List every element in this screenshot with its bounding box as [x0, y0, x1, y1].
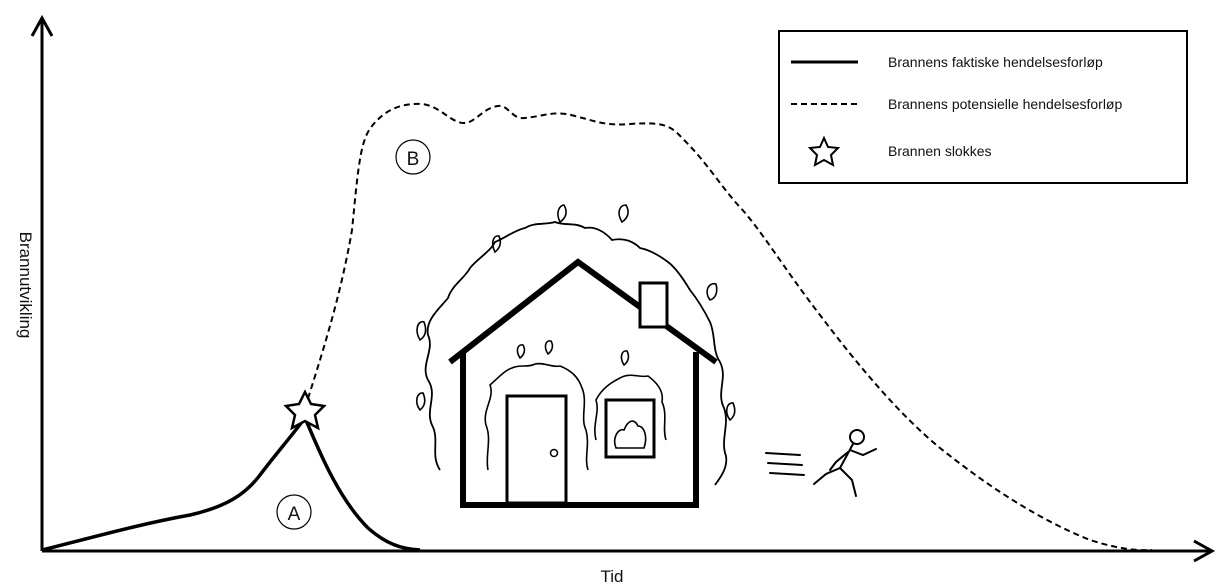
- x-axis-label: Tid: [601, 567, 624, 586]
- house-roof: [450, 262, 716, 362]
- actual-course-curve: [42, 418, 420, 550]
- legend-item-extinguished: Brannen slokkes: [888, 143, 992, 159]
- legend-item-potential: Brannens potensielle hendelsesforløp: [888, 96, 1122, 112]
- person-leg-front: [840, 468, 856, 496]
- speed-line-3: [770, 473, 804, 475]
- door-flame-tip-2: [545, 341, 552, 354]
- person-leg-back: [814, 468, 840, 484]
- flame-tongue-1: [558, 205, 566, 222]
- star-icon: [286, 392, 324, 428]
- marker-b: B: [396, 140, 430, 174]
- person-arm-front: [850, 449, 876, 455]
- marker-a-label: A: [288, 504, 301, 525]
- marker-b-label: B: [407, 149, 420, 170]
- speed-line-2: [768, 463, 802, 465]
- flame-tongue-6: [727, 403, 735, 420]
- legend-item-actual: Brannens faktiske hendelsesforløp: [888, 54, 1103, 70]
- flame-tongue-2: [619, 205, 628, 222]
- flame-tongue-5: [417, 393, 425, 410]
- legend: Brannens faktiske hendelsesforløp Branne…: [779, 31, 1187, 183]
- window-flame-tip: [621, 351, 628, 365]
- house-walls: [463, 352, 696, 505]
- house-on-fire-illustration: [417, 205, 735, 505]
- door-knob: [551, 450, 558, 457]
- person-head: [850, 430, 864, 444]
- door-flames: [485, 364, 588, 470]
- running-person-illustration: [766, 430, 876, 496]
- marker-a: A: [277, 495, 311, 529]
- house-door: [507, 396, 566, 503]
- flame-tongue-7: [417, 322, 426, 340]
- speed-line-1: [766, 453, 800, 455]
- door-flame-tip-1: [517, 345, 524, 358]
- y-axis-label: Brannutvikling: [16, 232, 35, 339]
- window-inner-flame: [615, 421, 646, 448]
- house-chimney: [640, 283, 667, 327]
- flame-tongue-4: [707, 284, 717, 300]
- person-arm-back: [830, 452, 848, 470]
